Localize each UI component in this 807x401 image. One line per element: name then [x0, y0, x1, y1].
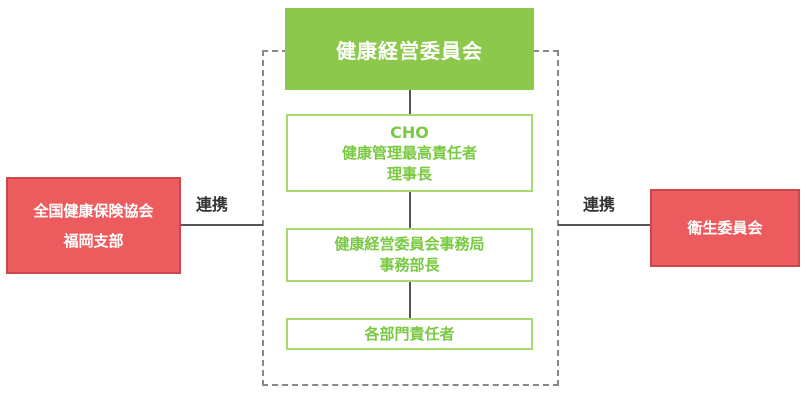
- connector-cho-office: [409, 192, 411, 228]
- right-partner-name: 衛生委員会: [687, 219, 763, 237]
- managers-label: 各部門責任者: [364, 324, 455, 343]
- office-name: 健康経営委員会事務局: [334, 235, 485, 253]
- connector-right-partner: [558, 224, 650, 226]
- office-head: 事務部長: [379, 256, 440, 274]
- connector-left-partner: [181, 224, 263, 226]
- left-partner-box: 全国健康保険協会 福岡支部: [6, 177, 181, 274]
- committee-office-box: 健康経営委員会事務局 事務部長: [286, 228, 533, 282]
- left-partner-name: 全国健康保険協会: [33, 201, 154, 220]
- cho-box: CHO 健康管理最高責任者 理事長: [286, 114, 533, 192]
- cho-title: CHO: [390, 122, 429, 142]
- health-management-committee-box: 健康経営委員会: [285, 8, 534, 90]
- connector-office-managers: [409, 282, 411, 318]
- connector-committee-cho: [409, 90, 411, 114]
- cho-role: 健康管理最高責任者: [341, 143, 477, 162]
- department-managers-box: 各部門責任者: [286, 318, 533, 350]
- right-partner-box: 衛生委員会: [650, 189, 800, 267]
- link-label-left: 連携: [196, 195, 229, 214]
- left-partner-branch: 福岡支部: [63, 231, 124, 250]
- committee-label: 健康経営委員会: [336, 38, 483, 63]
- link-label-right: 連携: [583, 195, 616, 214]
- cho-position: 理事長: [386, 164, 432, 183]
